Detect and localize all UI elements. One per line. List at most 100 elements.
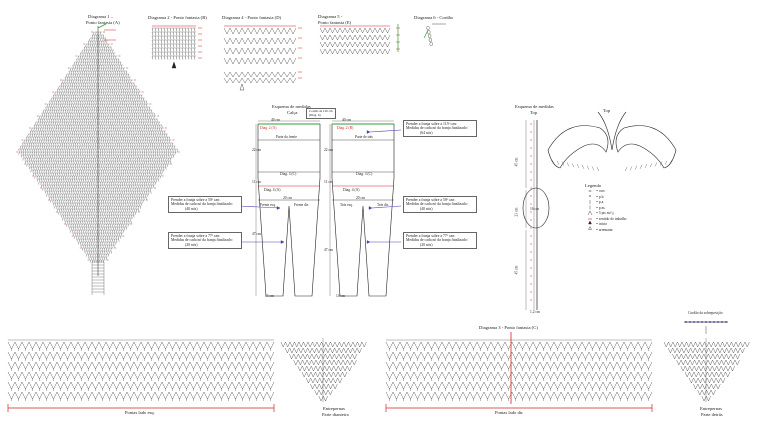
- right-swatch-v: [490, 371, 499, 380]
- right-swatch-v: [427, 341, 436, 350]
- diamond-stitch: [122, 178, 124, 182]
- diamond-stitch: [56, 106, 58, 110]
- right-swatch-v: [581, 341, 590, 350]
- right-swatch-v: [413, 341, 422, 350]
- diamond-stitch: [76, 175, 78, 179]
- diamond-stitch: [160, 172, 162, 176]
- diamond-stitch: [159, 124, 161, 128]
- diamond-stitch: [111, 76, 112, 80]
- right-swatch-v: [490, 341, 499, 350]
- diamond-stitch: [77, 121, 78, 125]
- diamond-stitch: [106, 181, 108, 185]
- diamond-stitch: [176, 148, 178, 152]
- right-swatch-v: [616, 371, 625, 380]
- diamond-stitch: [107, 208, 109, 212]
- top-schema-subtitle: Top: [530, 110, 538, 115]
- diamond-stitch: [81, 70, 83, 74]
- diamond-stitch: [130, 133, 132, 137]
- diamond-stitch: [90, 166, 92, 170]
- diamond-stitch: [57, 88, 59, 92]
- diamond-stitch: [85, 115, 87, 119]
- diamond-stitch: [42, 148, 44, 152]
- diamond-stitch: [47, 148, 48, 152]
- diamond-stitch: [78, 106, 80, 110]
- diag5-v: [339, 48, 346, 55]
- diamond-stitch: [108, 79, 110, 83]
- right-swatch-v: [399, 371, 408, 380]
- left-triangle-v: [294, 347, 299, 354]
- cord-chain: [704, 321, 708, 323]
- diamond-stitch: [107, 145, 109, 149]
- diamond-stitch: [86, 76, 88, 80]
- diamond-stitch: [70, 169, 71, 173]
- diamond-stitch: [71, 109, 73, 113]
- diamond-stitch: [116, 139, 117, 143]
- diamond-stitch: [100, 61, 102, 65]
- diamond-stitch: [19, 145, 21, 149]
- diamond-stitch: [69, 205, 71, 209]
- diamond-stitch: [76, 139, 78, 143]
- diamond-stitch: [124, 151, 126, 155]
- diamond-stitch: [130, 103, 132, 107]
- right-swatch-v: [581, 361, 590, 370]
- diamond-stitch: [34, 133, 36, 137]
- diamond-stitch: [69, 214, 71, 218]
- diamond-stitch: [33, 142, 35, 146]
- diamond-stitch: [105, 202, 107, 206]
- diag4-v: [229, 71, 237, 78]
- diamond-stitch: [129, 145, 131, 149]
- diamond-stitch: [77, 103, 79, 107]
- diamond-stitch: [38, 151, 40, 155]
- left-triangle-v: [343, 341, 349, 348]
- legend-item: = arrematar: [596, 227, 613, 232]
- diamond-stitch: [91, 130, 93, 134]
- right-swatch-v: [413, 371, 422, 380]
- diamond-stitch: [68, 70, 70, 74]
- bra-stitch: [556, 160, 560, 165]
- diamond-stitch: [94, 178, 96, 182]
- diamond-stitch: [99, 49, 101, 53]
- diamond-stitch: [38, 160, 40, 164]
- diamond-stitch: [103, 142, 105, 146]
- diamond-stitch: [86, 49, 87, 53]
- diamond-stitch: [124, 205, 126, 209]
- diamond-stitch: [84, 76, 86, 80]
- diag5-v: [354, 27, 361, 34]
- diamond-stitch: [66, 97, 68, 101]
- diamond-stitch: [77, 166, 79, 170]
- diamond-stitch: [99, 94, 101, 98]
- diamond-stitch: [172, 151, 174, 155]
- diamond-stitch: [64, 124, 66, 128]
- diamond-stitch: [34, 169, 36, 173]
- diamond-stitch: [156, 121, 158, 125]
- diamond-stitch: [114, 97, 116, 101]
- diamond-stitch: [93, 109, 95, 113]
- diamond-stitch: [154, 181, 156, 185]
- diamond-stitch: [95, 52, 97, 56]
- right-swatch-v: [602, 341, 611, 350]
- right-swatch-v: [553, 361, 562, 370]
- diamond-stitch: [35, 127, 37, 131]
- diamond-stitch: [95, 211, 97, 215]
- right-swatch-v: [441, 371, 450, 380]
- left-triangle-v: [325, 341, 331, 348]
- diamond-stitch: [66, 190, 68, 194]
- diamond-stitch: [57, 172, 59, 176]
- diamond-stitch: [42, 166, 44, 170]
- diamond-stitch: [72, 115, 74, 119]
- diamond-stitch: [55, 148, 57, 152]
- diamond-stitch: [60, 184, 62, 188]
- diamond-stitch: [76, 109, 77, 113]
- right-triangle-v: [697, 389, 703, 396]
- left-swatch-v: [161, 391, 170, 400]
- diamond-stitch: [103, 193, 105, 197]
- diamond-stitch: [143, 187, 145, 191]
- diamond-stitch: [133, 106, 135, 110]
- diamond-stitch: [88, 220, 90, 224]
- diamond-stitch: [95, 187, 97, 191]
- diamond-stitch: [91, 139, 93, 143]
- diamond-stitch: [94, 208, 96, 212]
- diag5-v: [379, 48, 386, 55]
- right-swatch-v: [511, 391, 520, 400]
- diamond-stitch: [92, 88, 94, 92]
